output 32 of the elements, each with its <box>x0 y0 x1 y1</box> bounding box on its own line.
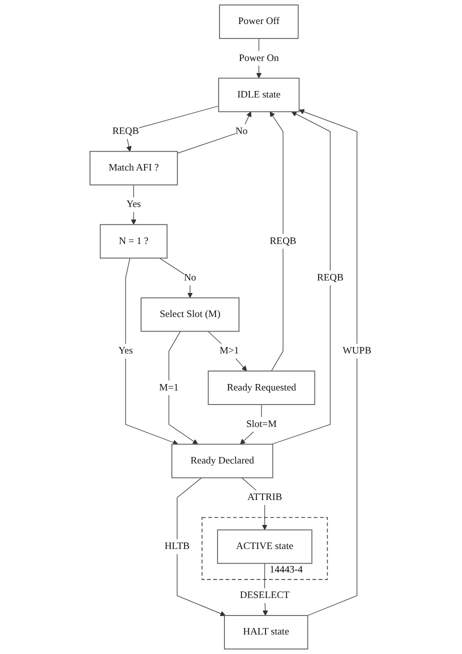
node-box: HALT state <box>224 615 309 650</box>
edge-label: No <box>236 126 248 137</box>
edge-label: Yes <box>118 346 134 356</box>
arrow <box>272 111 331 445</box>
edge-label: M>1 <box>220 346 240 356</box>
arrow <box>177 477 226 616</box>
edge-label: DESELECT <box>240 590 290 601</box>
node-box: N = 1 ? <box>100 224 168 259</box>
node-box: Match AFI ? <box>90 150 178 186</box>
arrow <box>126 258 179 446</box>
node-box: Ready Requested <box>208 370 316 406</box>
edge-label: No <box>184 272 196 283</box>
edge-label: REQB <box>112 126 140 137</box>
arrow <box>299 109 358 616</box>
node-box: ACTIVE state <box>217 529 313 564</box>
node-box: Power Off <box>219 4 300 39</box>
edge-label: REQB <box>317 272 344 283</box>
edge-label: M=1 <box>160 382 179 393</box>
edge-label: Slot=M <box>246 418 278 430</box>
node-box: Ready Declared <box>172 444 274 478</box>
edge-label: Yes <box>126 199 142 210</box>
edge-label: Power On <box>239 52 280 64</box>
arrow <box>208 331 248 372</box>
arrow <box>177 111 252 154</box>
edge-label: REQB <box>270 236 297 246</box>
node-box: Select Slot (M) <box>141 297 240 332</box>
edge-label: HLTB <box>164 541 190 552</box>
node-box: IDLE state <box>218 78 300 112</box>
edge-label: WUPB <box>342 346 372 356</box>
edge-label: ATTRIB <box>248 492 282 503</box>
arrow <box>270 111 284 372</box>
arrow <box>168 331 198 445</box>
